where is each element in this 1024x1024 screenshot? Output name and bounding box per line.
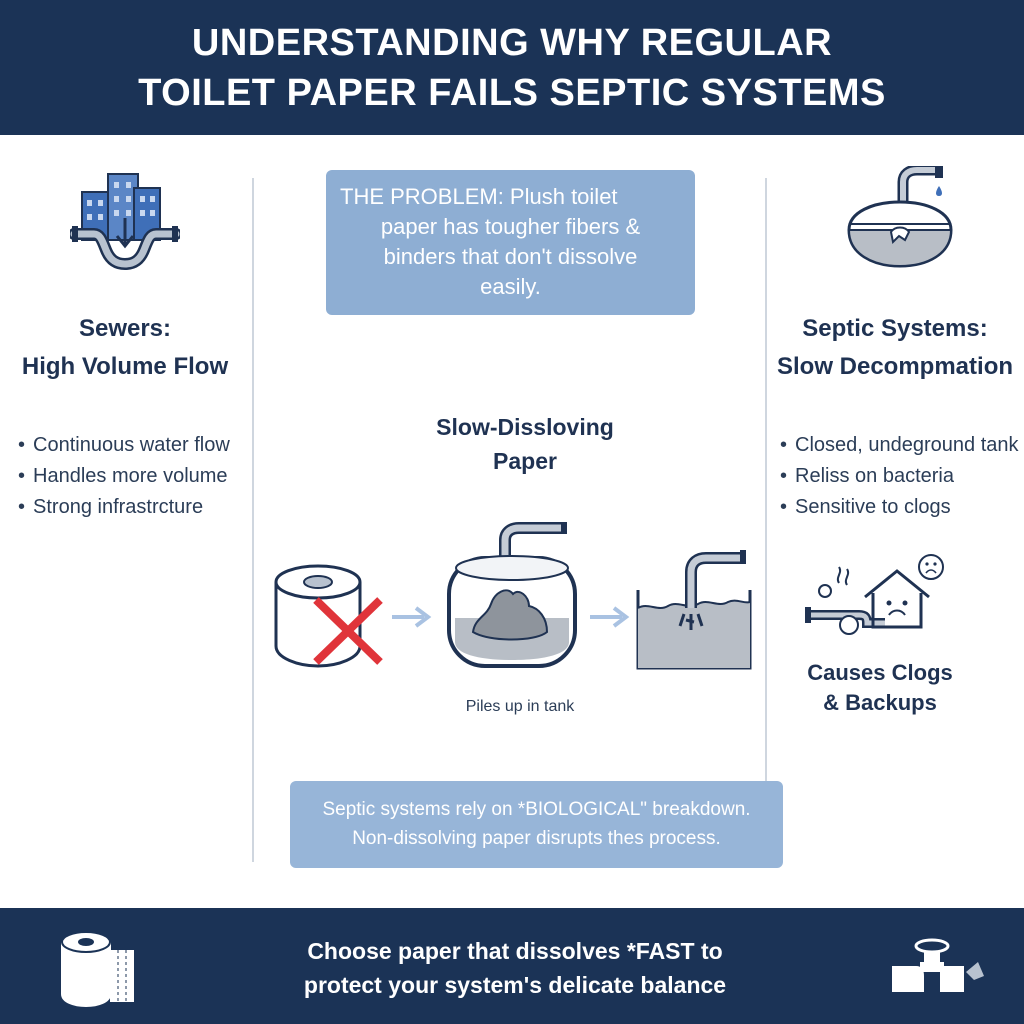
- footer-message: Choose paper that dissolves *FAST to pro…: [240, 934, 790, 1002]
- slow-dissolving-title-line-2: Paper: [493, 448, 557, 474]
- septic-bullet-list: Closed, undeground tank Reliss on bacter…: [780, 430, 1019, 523]
- bottom-callout-line-2: Non-dissolving paper disrupts thes proce…: [352, 828, 721, 849]
- pipe-faucet-icon: [888, 936, 988, 1011]
- house-backup-sad-icon: [805, 553, 950, 653]
- biological-breakdown-callout: Septic systems rely on *BIOLOGICAL" brea…: [290, 781, 783, 868]
- list-item: Closed, undeground tank: [780, 430, 1019, 461]
- header-banner: UNDERSTANDING WHY REGULAR TOILET PAPER F…: [0, 0, 1024, 135]
- list-item: Reliss on bacteria: [780, 461, 1019, 492]
- footer-line-2: protect your system's delicate balance: [303, 972, 727, 998]
- arrow-right-icon: [390, 604, 434, 635]
- bottom-callout-line-1: Septic systems rely on *BIOLOGICAL" brea…: [322, 799, 751, 820]
- arrow-right-icon: [588, 604, 632, 635]
- toilet-roll-crossed-icon: [268, 560, 388, 675]
- sewers-heading: Sewers: High Volume Flow: [10, 310, 240, 386]
- problem-line-1: THE PROBLEM: Plush toilet: [340, 184, 618, 209]
- septic-tank-pipe-icon: [845, 164, 955, 277]
- right-divider: [765, 178, 767, 862]
- left-divider: [252, 178, 254, 862]
- footer-banner: Choose paper that dissolves *FAST to pro…: [0, 908, 1024, 1024]
- problem-line-4: easily.: [480, 274, 541, 299]
- page-title-line-1: UNDERSTANDING WHY REGULAR: [191, 21, 833, 64]
- page-title-line-2: TOILET PAPER FAILS SEPTIC SYSTEMS: [138, 71, 886, 114]
- city-sewer-pipe-icon: [68, 168, 182, 281]
- list-item: Handles more volume: [18, 461, 230, 492]
- slow-dissolving-title: Slow-Dissloving Paper: [400, 410, 650, 478]
- sewers-heading-line-2: High Volume Flow: [21, 353, 229, 380]
- toilet-paper-roll-icon: [58, 928, 138, 1013]
- causes-clogs-line-1: Causes Clogs: [807, 660, 953, 685]
- list-item: Continuous water flow: [18, 430, 230, 461]
- list-item: Strong infrastrcture: [18, 492, 230, 523]
- causes-clogs-label: Causes Clogs & Backups: [780, 658, 980, 718]
- problem-line-2: paper has tougher fibers &: [380, 214, 641, 239]
- problem-callout: THE PROBLEM: Plush toilet paper has toug…: [326, 170, 695, 315]
- septic-heading: Septic Systems: Slow Decompmation: [770, 310, 1020, 386]
- causes-clogs-line-2: & Backups: [823, 690, 937, 715]
- sewers-heading-line-1: Sewers:: [78, 315, 172, 342]
- sewers-bullet-list: Continuous water flow Handles more volum…: [18, 430, 230, 523]
- septic-heading-line-1: Septic Systems:: [802, 315, 988, 342]
- septic-tank-pile-icon: [445, 522, 580, 682]
- list-item: Sensitive to clogs: [780, 492, 1019, 523]
- problem-line-3: binders that don't dissolve: [383, 244, 638, 269]
- septic-heading-line-2: Slow Decompmation: [776, 353, 1014, 380]
- slow-dissolving-title-line-1: Slow-Dissloving: [436, 414, 614, 440]
- piles-up-caption: Piles up in tank: [465, 698, 575, 715]
- footer-line-1: Choose paper that dissolves *FAST to: [307, 938, 723, 964]
- tank-pipe-drain-icon: [636, 550, 752, 677]
